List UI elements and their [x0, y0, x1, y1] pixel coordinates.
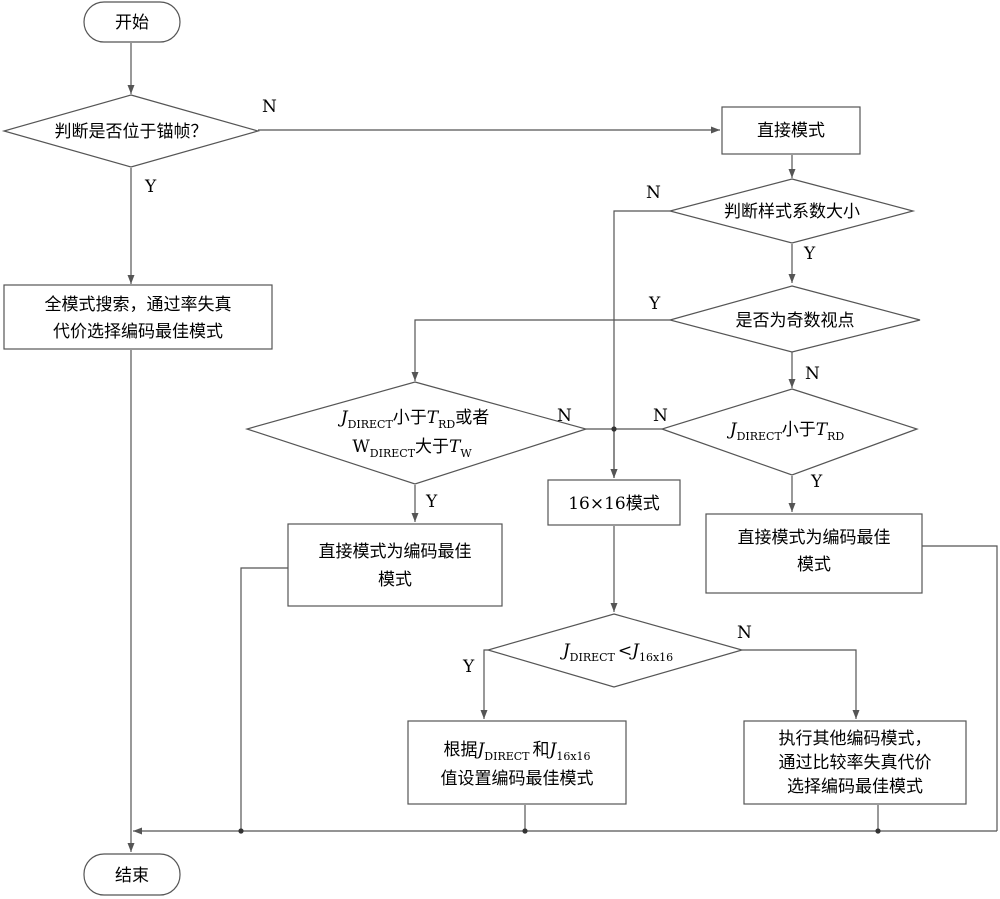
pattern-decision: 判断样式系数大小 — [667, 178, 916, 244]
direct-best-left-line2: 模式 — [378, 570, 412, 590]
left-threshold-decision: JDIRECT小于TRD或者 WDIRECT大于TW — [244, 381, 589, 485]
arrow-cost-yes-to-set — [480, 649, 488, 719]
word-and: 和 — [533, 740, 550, 760]
junction-dot — [238, 828, 244, 834]
right-threshold-decision: JDIRECT小于TRD — [660, 388, 919, 476]
sym-j: J — [629, 641, 640, 661]
word-gt: 大于 — [415, 437, 449, 457]
end-node: 结束 — [83, 853, 181, 896]
other-modes-line2: 通过比较率失真代价 — [779, 753, 932, 773]
right-threshold-question: JDIRECT小于TRD — [727, 420, 845, 443]
full-search-box: 全模式搜索，通过率失真 代价选择编码最佳模式 — [3, 284, 273, 350]
label-no: N — [646, 183, 661, 203]
label-no: N — [805, 364, 820, 384]
label-no: N — [737, 623, 752, 643]
direct-best-left-box: 直接模式为编码最佳 模式 — [287, 523, 503, 607]
sub-direct: DIRECT — [348, 418, 394, 431]
label-no: N — [557, 406, 572, 426]
sym-t: T — [816, 420, 829, 440]
branch-labels: N Y N Y Y N N N Y Y N Y — [144, 97, 823, 677]
arrow-cost-no-to-other — [742, 649, 860, 719]
cost-decision: JDIRECT<J16x16 — [485, 613, 745, 688]
mode-16x16-box: 16×16模式 — [547, 479, 681, 526]
sub-rd: RD — [438, 418, 455, 431]
direct-mode-box: 直接模式 — [721, 106, 861, 155]
cost-question: JDIRECT<J16x16 — [560, 641, 673, 664]
start-node: 开始 — [83, 1, 181, 43]
label-yes: Y — [462, 657, 475, 677]
word-according: 根据 — [443, 740, 477, 760]
label-yes: Y — [810, 472, 823, 492]
sub-16x16: 16x16 — [639, 651, 673, 664]
connectors — [127, 43, 998, 852]
line-right-best-around — [922, 545, 998, 831]
sym-j: J — [474, 740, 485, 760]
direct-mode-label: 直接模式 — [757, 121, 825, 141]
anchor-question: 判断是否位于锚帧？ — [55, 122, 208, 142]
other-modes-line3: 选择编码最佳模式 — [787, 777, 923, 797]
end-label: 结束 — [115, 866, 149, 886]
pattern-question: 判断样式系数大小 — [724, 202, 860, 222]
direct-best-right-line1: 直接模式为编码最佳 — [738, 528, 891, 548]
sym-j: J — [547, 740, 558, 760]
label-yes: Y — [425, 492, 438, 512]
left-threshold-line2: WDIRECT大于TW — [352, 437, 472, 460]
sub-16x16: 16x16 — [556, 750, 590, 763]
junction-dot — [611, 426, 617, 432]
sym-t: T — [449, 437, 462, 457]
sub-direct: DIRECT — [370, 447, 416, 460]
start-label: 开始 — [115, 13, 149, 33]
anchor-decision: 判断是否位于锚帧？ — [1, 94, 261, 168]
label-yes: Y — [648, 294, 661, 314]
sym-j: J — [338, 408, 349, 428]
junction-dot — [875, 828, 881, 834]
sym-w: W — [352, 437, 370, 457]
set-best-line2: 值设置编码最佳模式 — [441, 769, 594, 789]
odd-view-question: 是否为奇数视点 — [736, 311, 855, 331]
sub-direct: DIRECT — [484, 750, 530, 763]
left-threshold-line1: JDIRECT小于TRD或者 — [338, 408, 490, 431]
sym-t: T — [427, 408, 440, 428]
direct-best-right-line2: 模式 — [797, 555, 831, 575]
full-search-line1: 全模式搜索，通过率失真 — [45, 295, 232, 315]
direct-best-left-line1: 直接模式为编码最佳 — [319, 542, 472, 562]
other-modes-box: 执行其他编码模式， 通过比较率失真代价 选择编码最佳模式 — [743, 720, 967, 805]
direct-best-right-box: 直接模式为编码最佳 模式 — [705, 513, 923, 594]
line-left-best-down — [240, 567, 288, 831]
sub-direct: DIRECT — [570, 651, 616, 664]
full-search-line2: 代价选择编码最佳模式 — [53, 322, 223, 342]
word-lt: 小于 — [393, 408, 427, 428]
arrow-pattern-no-to-16x16 — [610, 210, 670, 478]
word-lt: 小于 — [782, 420, 816, 440]
sym-lt: < — [618, 641, 632, 661]
mode-16x16-label: 16×16模式 — [568, 494, 660, 514]
word-or: 或者 — [455, 408, 489, 428]
label-yes: Y — [144, 177, 157, 197]
junction-dot — [522, 828, 528, 834]
sym-j: J — [560, 641, 571, 661]
sub-rd: RD — [827, 430, 844, 443]
odd-view-decision: 是否为奇数视点 — [667, 285, 921, 353]
sub-w: W — [460, 447, 472, 460]
label-no: N — [262, 97, 277, 117]
label-yes: Y — [803, 244, 816, 264]
arrow-odd-yes-to-left-q — [411, 319, 670, 381]
other-modes-line1: 执行其他编码模式， — [779, 729, 932, 749]
label-no: N — [653, 406, 668, 426]
sub-direct: DIRECT — [737, 430, 783, 443]
sym-j: J — [727, 420, 738, 440]
